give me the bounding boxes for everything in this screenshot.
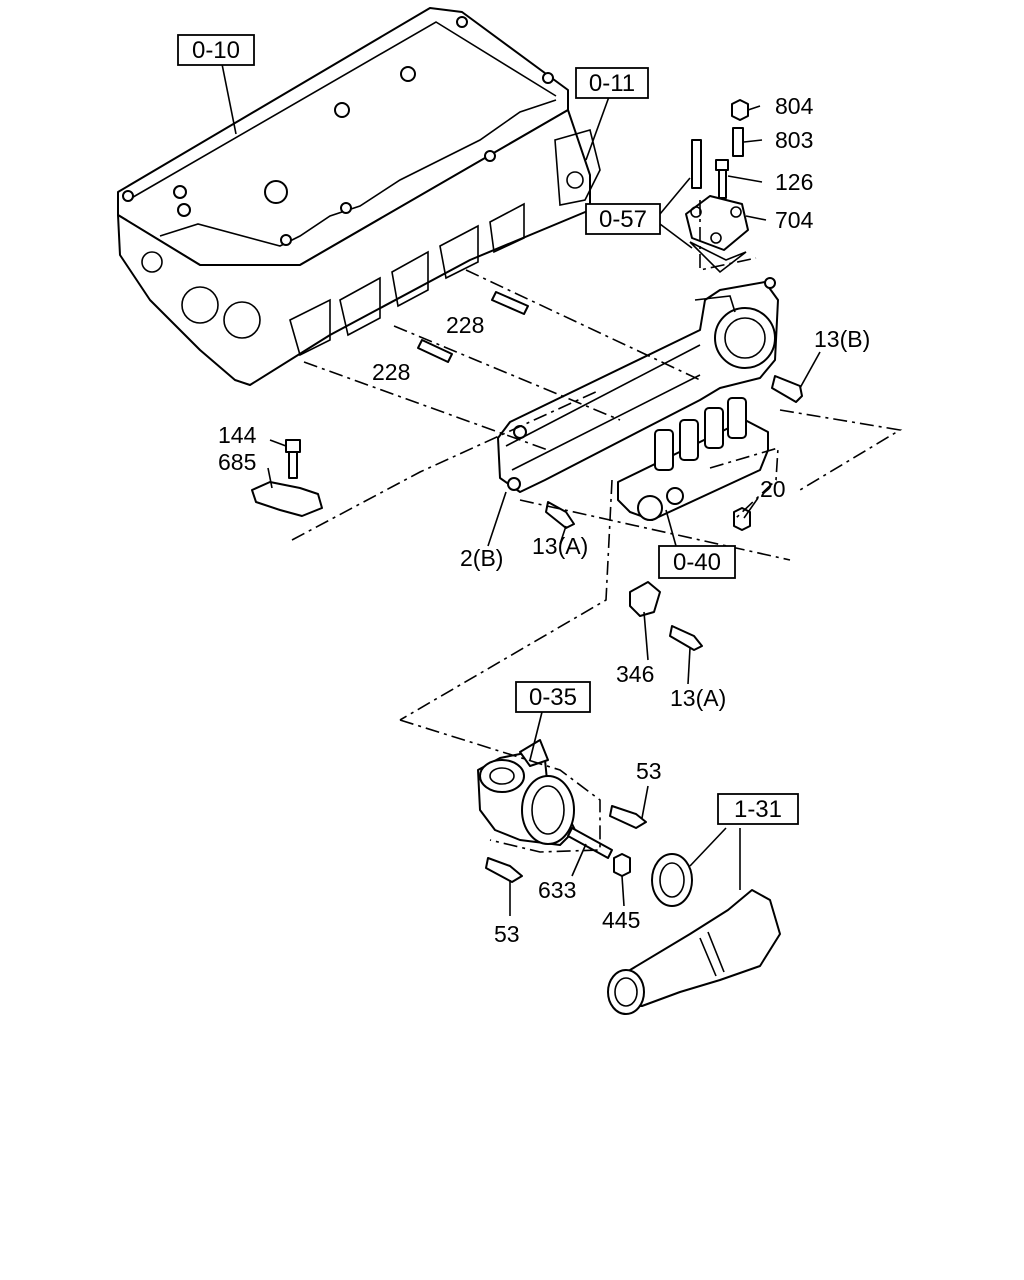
callout-13a-lower: 13(A) — [670, 685, 726, 711]
intake-manifold-drawing — [497, 277, 779, 493]
ref-box-0-10: 0-10 — [177, 34, 255, 66]
callout-804: 804 — [775, 93, 814, 119]
callout-126: 126 — [775, 169, 813, 195]
callout-144: 144 — [218, 422, 257, 448]
callout-13b: 13(B) — [814, 326, 870, 352]
ref-box-0-40-label: 0-40 — [673, 549, 721, 576]
ref-box-0-57-label: 0-57 — [599, 206, 647, 233]
ref-box-0-11-label: 0-11 — [589, 70, 635, 97]
ref-box-1-31-label: 1-31 — [734, 796, 782, 823]
callout-346: 346 — [616, 661, 654, 687]
egr-hardware — [485, 805, 647, 883]
ref-box-0-40: 0-40 — [658, 545, 736, 579]
ref-box-0-35-label: 0-35 — [529, 684, 577, 711]
callout-803: 803 — [775, 127, 813, 153]
cylinder-head-drawing — [117, 7, 601, 386]
egr-cover-drawing — [685, 195, 749, 274]
assembly-lines — [291, 200, 903, 853]
callout-228-lower: 228 — [372, 359, 410, 385]
callout-2b: 2(B) — [460, 545, 503, 571]
leader-lines — [221, 63, 821, 916]
callout-13a-upper: 13(A) — [532, 533, 588, 559]
callout-20: 20 — [760, 476, 786, 502]
callout-633: 633 — [538, 877, 576, 903]
intake-hose-drawing — [607, 853, 781, 1015]
callout-53-upper: 53 — [636, 758, 662, 784]
callout-228-upper: 228 — [446, 312, 484, 338]
ref-box-1-31: 1-31 — [717, 793, 799, 825]
part-callouts: 804 803 126 704 13(B) 228 228 144 685 20… — [218, 93, 870, 947]
fuel-rail-drawing — [617, 397, 769, 521]
ref-box-0-35: 0-35 — [515, 681, 591, 713]
ref-box-0-10-label: 0-10 — [192, 37, 240, 64]
callout-704: 704 — [775, 207, 814, 233]
bolts-and-studs — [251, 99, 803, 651]
ref-box-0-11: 0-11 — [575, 67, 649, 99]
ref-box-0-57: 0-57 — [585, 203, 661, 235]
callout-445: 445 — [602, 907, 640, 933]
callout-685: 685 — [218, 449, 256, 475]
callout-53-lower: 53 — [494, 921, 520, 947]
egr-valve-drawing — [477, 739, 576, 846]
